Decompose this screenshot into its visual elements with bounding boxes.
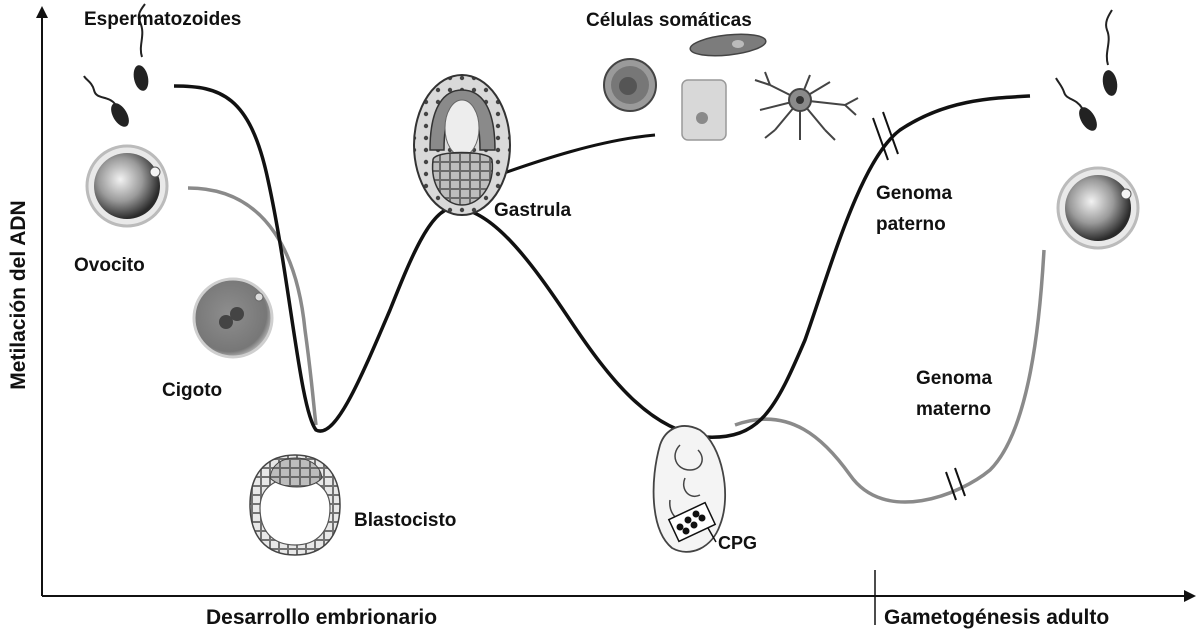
label-genoma-materno-line2: materno — [916, 399, 991, 420]
oocyte-icon — [1058, 168, 1138, 248]
sperm-icon — [84, 76, 133, 130]
label-genoma-paterno-line2: paterno — [876, 214, 946, 235]
blastocyst-icon — [250, 455, 340, 555]
y-axis-arrow — [36, 6, 48, 18]
round-cell-icon — [604, 59, 656, 111]
maternal-methylation-curve — [188, 188, 1044, 502]
label-celulas-somaticas: Células somáticas — [586, 10, 752, 31]
label-ovocito: Ovocito — [74, 255, 145, 276]
x-axis-label-right: Gametogénesis adulto — [884, 606, 1109, 629]
label-gastrula: Gastrula — [494, 200, 572, 221]
embryo-icon — [654, 426, 726, 552]
oocyte-icon — [87, 146, 167, 226]
label-genoma-materno-line1: Genoma — [916, 368, 992, 389]
zygote-icon — [194, 279, 272, 357]
gastrula-icon — [414, 75, 510, 215]
maternal-break-mark — [946, 468, 965, 500]
x-axis-arrow — [1184, 590, 1196, 602]
sperm-icon — [1056, 78, 1101, 134]
somatic-cells-icon — [604, 31, 858, 140]
epithelial-cell-icon — [682, 80, 726, 140]
label-blastocisto: Blastocisto — [354, 510, 456, 531]
label-genoma-paterno-line1: Genoma — [876, 183, 952, 204]
sperm-icon — [1101, 10, 1119, 97]
somatic-branch-curve — [490, 135, 655, 178]
label-cpg: CPG — [718, 533, 757, 553]
x-axis-label-left: Desarrollo embrionario — [206, 606, 437, 629]
neuron-cell-icon — [755, 72, 858, 140]
y-axis-label: Metilación del ADN — [7, 200, 30, 389]
label-cigoto: Cigoto — [162, 380, 222, 401]
paternal-methylation-curve — [174, 86, 1030, 437]
label-espermatozoides: Espermatozoides — [84, 9, 241, 30]
spindle-cell-icon — [689, 31, 767, 59]
